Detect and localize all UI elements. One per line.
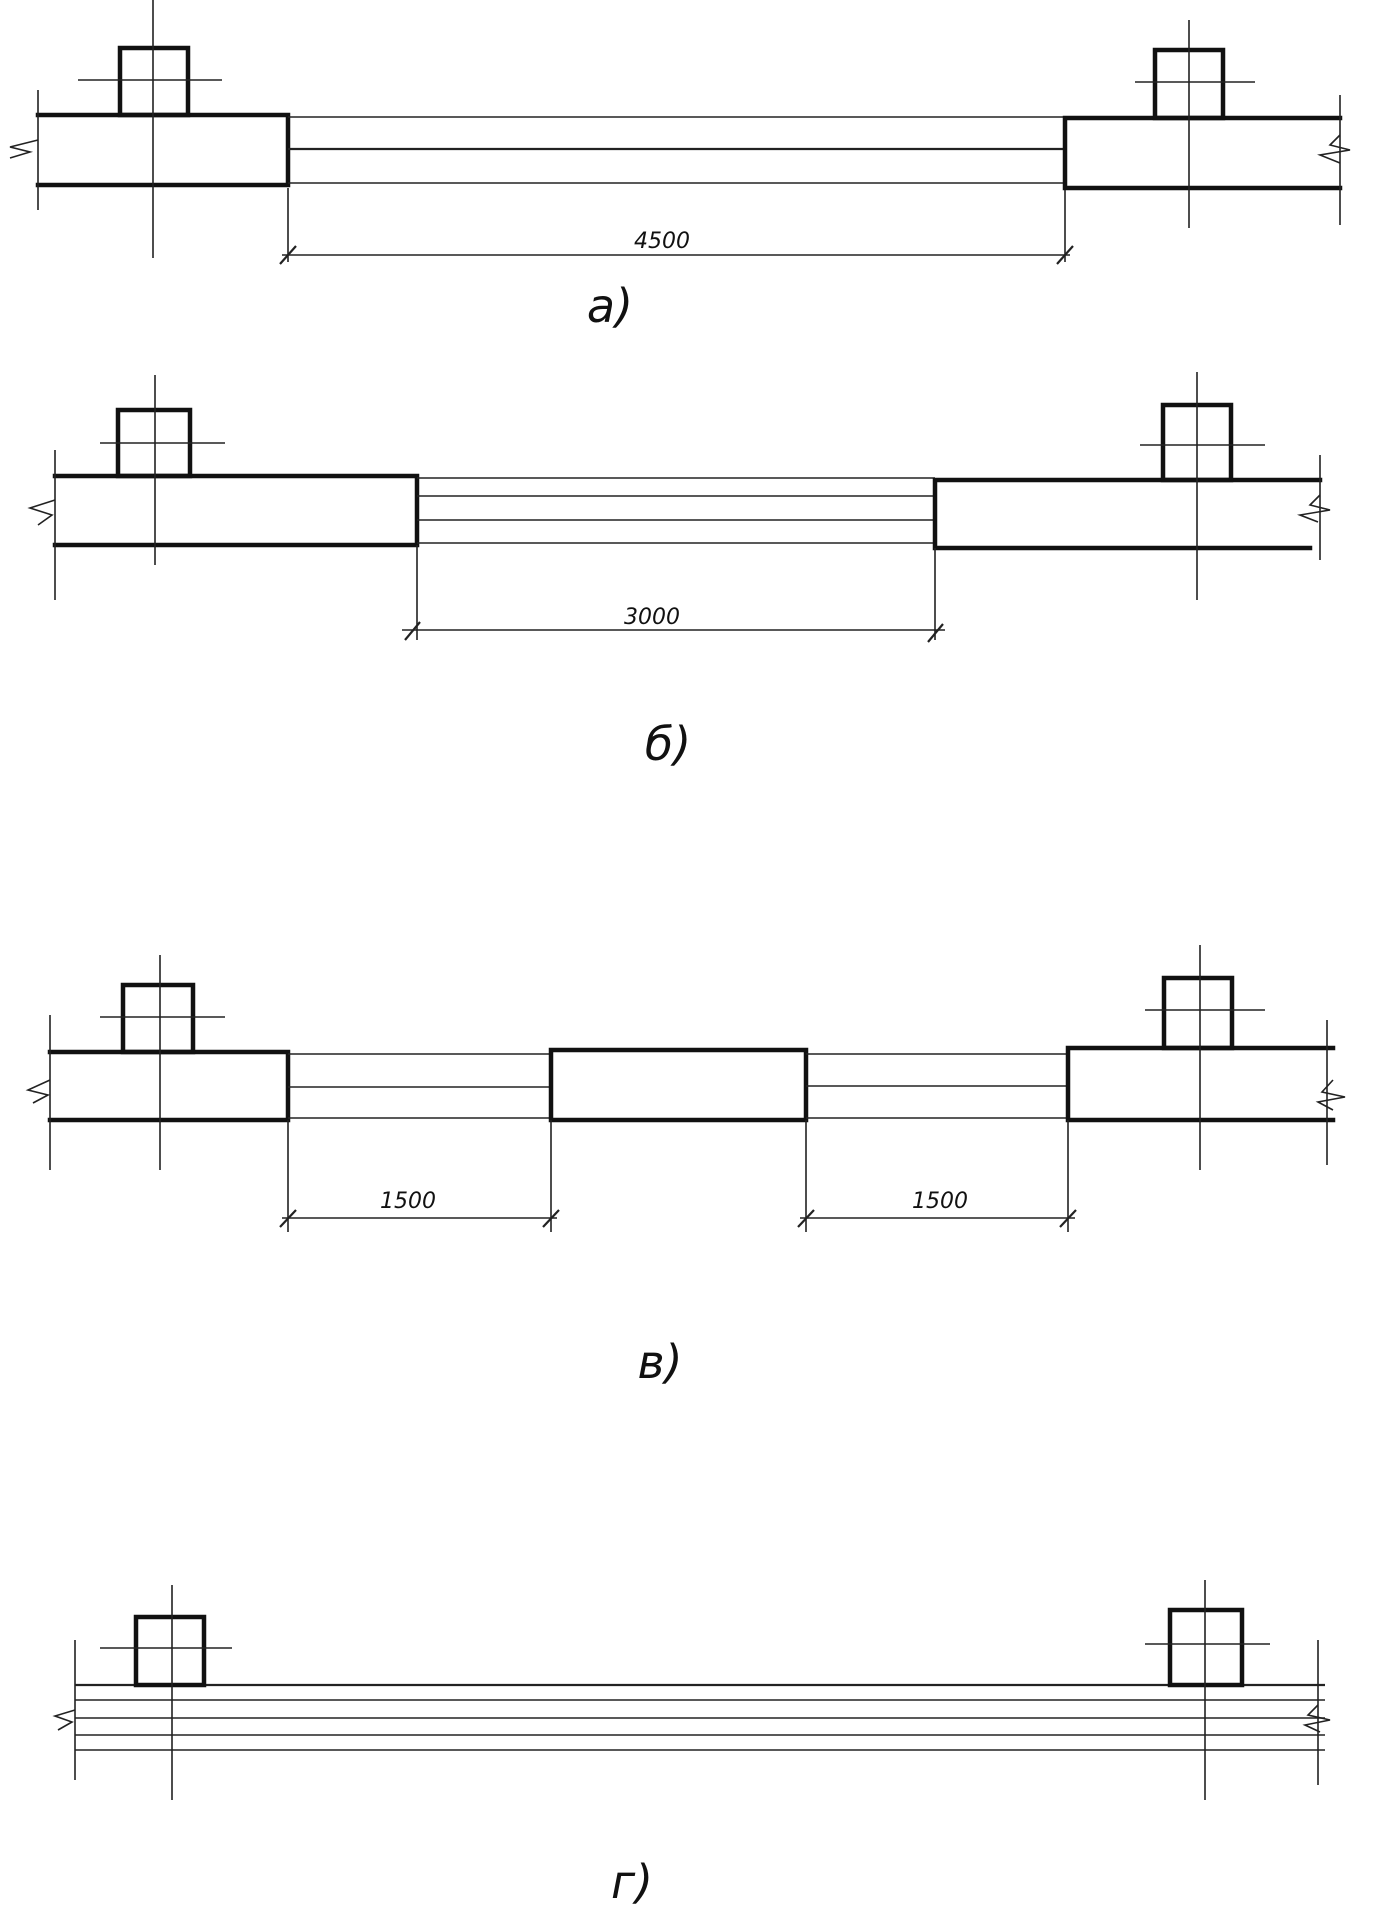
middle-pier (548, 1047, 809, 1123)
left-column (100, 955, 225, 1170)
dimension-line-a (279, 188, 1074, 265)
figure-label: б) (645, 717, 691, 771)
break-mark-left (25, 1079, 51, 1104)
dimension-label: 3000 (624, 605, 680, 630)
continuous-lintel (52, 1640, 1331, 1785)
opening-lintel-left (288, 1053, 551, 1119)
break-mark-right (1302, 1704, 1331, 1733)
opening-lintel (288, 116, 1065, 184)
break-mark-left (27, 499, 56, 526)
opening-lintel-right (806, 1053, 1068, 1119)
break-mark-right (1317, 134, 1351, 164)
right-wall-section (1065, 1020, 1346, 1165)
left-wall-section (9, 90, 291, 210)
break-mark-left (52, 1709, 76, 1731)
dimension-line-v-left (279, 1120, 560, 1232)
opening-lintel (417, 477, 935, 544)
dimension-label-left: 1500 (380, 1189, 436, 1214)
diagram-g: г) (52, 1580, 1331, 1909)
diagram-b: 3000 б) (27, 372, 1331, 771)
break-mark-right (1315, 1079, 1346, 1111)
left-column (100, 1585, 232, 1800)
dimension-label-right: 1500 (912, 1189, 968, 1214)
dimension-line-b (402, 545, 945, 643)
left-column (100, 375, 225, 565)
left-wall-section (25, 1015, 291, 1170)
right-wall-section (932, 455, 1331, 560)
right-column (1140, 372, 1265, 600)
break-mark-right (1296, 494, 1331, 523)
left-column (78, 0, 222, 258)
left-wall-section (27, 450, 420, 600)
break-mark-left (9, 139, 39, 159)
figure-label: в) (637, 1335, 682, 1389)
right-column (1145, 1580, 1270, 1800)
right-column (1145, 945, 1265, 1170)
figure-label: г) (611, 1855, 653, 1909)
right-wall-section (1062, 95, 1351, 225)
dimension-label: 4500 (634, 229, 690, 254)
diagram-v: 1500 1500 в) (25, 945, 1346, 1389)
dimension-line-v-right (797, 1120, 1077, 1232)
right-column (1135, 20, 1255, 228)
diagram-a: 4500 а) (9, 0, 1351, 333)
figure-label: а) (587, 279, 633, 333)
